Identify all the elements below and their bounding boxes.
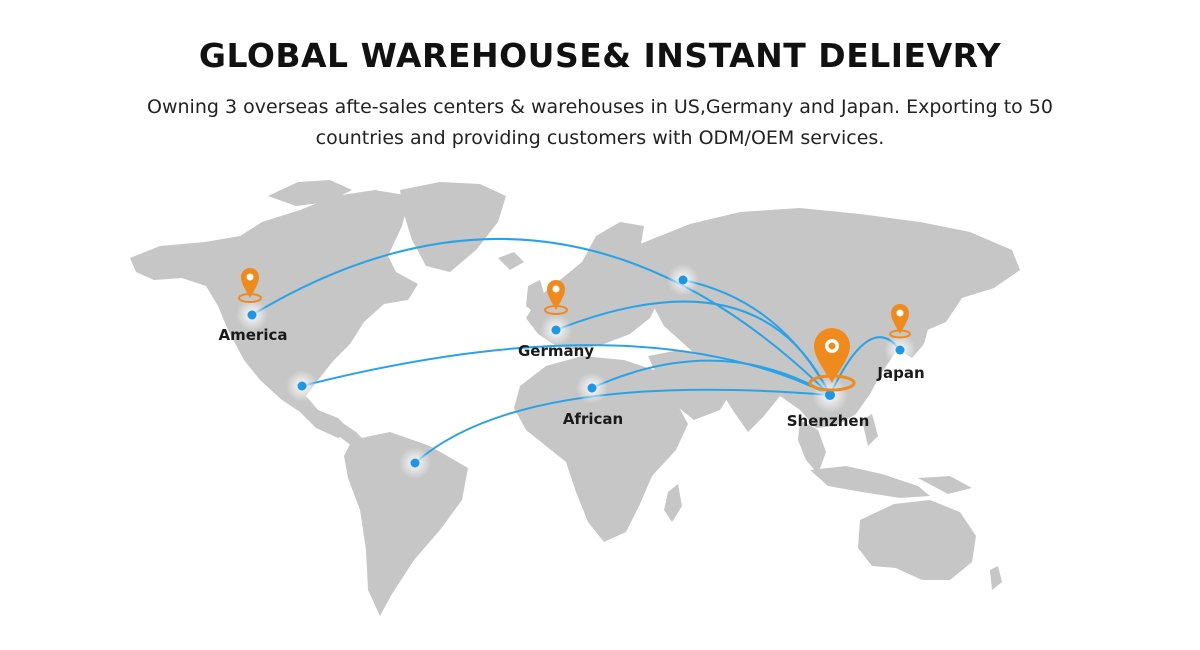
arctic-islands-land <box>268 180 352 206</box>
land-masses <box>130 180 1020 616</box>
routes <box>251 237 901 464</box>
asia-land <box>640 208 1020 432</box>
pin-germany <box>544 280 568 315</box>
new-guinea-land <box>918 476 972 494</box>
scandinavia-land <box>582 222 644 276</box>
location-pin-icon <box>891 304 909 334</box>
endpoint-dot <box>895 345 905 355</box>
southeast-asia-land <box>798 420 826 474</box>
route-endpoints <box>236 264 916 479</box>
endpoint-dot <box>297 381 307 391</box>
indonesia-land <box>810 466 930 498</box>
pin-japan <box>889 304 911 339</box>
route-usa-south <box>301 344 831 396</box>
hub-dot <box>825 390 835 400</box>
endpoint-dot <box>678 275 688 285</box>
route-africa <box>591 359 831 396</box>
route-south-america <box>414 388 831 464</box>
south-america-land <box>344 432 468 616</box>
madagascar-land <box>664 484 682 522</box>
label-america: America <box>219 326 288 344</box>
endpoint-dot <box>551 325 561 335</box>
page-subtitle: Owning 3 overseas afte-sales centers & w… <box>147 96 1053 149</box>
page-title: GLOBAL WAREHOUSE& INSTANT DELIEVRY <box>198 36 1002 75</box>
label-japan: Japan <box>876 364 924 382</box>
uk-land <box>526 280 546 314</box>
pin-shenzhen <box>808 328 856 392</box>
pin-america <box>238 268 262 303</box>
location-pin-icon <box>241 268 259 298</box>
label-african: African <box>563 410 623 428</box>
endpoint-dot <box>587 383 597 393</box>
iceland-land <box>498 252 524 270</box>
route-america <box>251 237 831 396</box>
philippines-land <box>862 414 878 446</box>
australia-land <box>858 500 976 580</box>
new-zealand-land <box>990 566 1002 590</box>
greenland-land <box>400 182 506 272</box>
endpoint-dot <box>410 458 420 468</box>
label-germany: Germany <box>518 342 594 360</box>
location-pin-icon <box>547 280 565 310</box>
endpoint-dot <box>247 310 257 320</box>
route-germany <box>555 300 831 396</box>
north-america-land <box>130 190 418 438</box>
location-pin-icon <box>814 328 850 383</box>
label-shenzhen: Shenzhen <box>787 412 870 430</box>
